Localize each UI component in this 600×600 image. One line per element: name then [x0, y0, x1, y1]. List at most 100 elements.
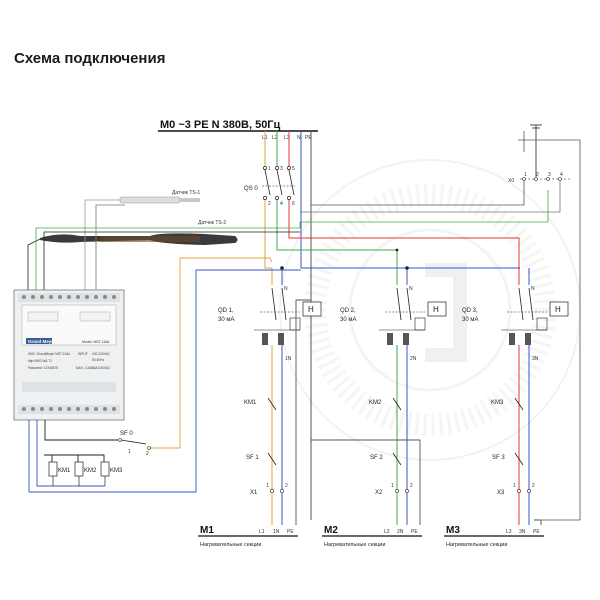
svg-text:SF 3: SF 3	[492, 455, 505, 461]
km2-contact: KM2	[369, 397, 402, 411]
svg-text:H: H	[555, 305, 561, 314]
svg-text:2: 2	[410, 483, 413, 489]
svg-text:1: 1	[391, 483, 394, 489]
phase-wires	[264, 200, 530, 285]
svg-text:PE: PE	[411, 529, 418, 535]
svg-text:1: 1	[524, 172, 527, 178]
supply-wires	[264, 131, 312, 520]
svg-text:MAX. LOAD:: MAX. LOAD:	[76, 366, 94, 370]
qs0-label: QS 0	[244, 186, 258, 192]
svg-text:SF 1: SF 1	[246, 455, 259, 461]
svg-text:2: 2	[146, 451, 149, 457]
controller-brand: Grand Meyer	[28, 339, 56, 344]
svg-text:L2: L2	[384, 529, 390, 535]
svg-text:Password: 12345678: Password: 12345678	[28, 366, 58, 370]
svg-text:http://WG.WA.TJ: http://WG.WA.TJ	[28, 359, 52, 363]
svg-text:3: 3	[280, 166, 283, 172]
svg-text:SF 2: SF 2	[370, 455, 383, 461]
svg-text:4: 4	[280, 201, 283, 207]
svg-text:M1: M1	[200, 525, 214, 536]
x2-terminal: X2 1 2	[375, 483, 413, 496]
svg-text:INPUT:: INPUT:	[78, 352, 88, 356]
x0-terminal: X0 1 2 3 4	[300, 124, 581, 521]
cond-l3: L3	[284, 135, 290, 141]
qd2-ma: 30 мА	[340, 317, 356, 323]
output-m3: M3 L3 3N PE Нагревательные секции	[444, 525, 544, 548]
brand-badge	[26, 338, 52, 344]
svg-text:5: 5	[292, 166, 295, 172]
qd3-label: QD 3,	[462, 308, 478, 314]
sf1-contact: SF 1	[246, 452, 277, 466]
coil-km2: KM2	[84, 468, 97, 474]
cond-pe: PE	[305, 135, 312, 141]
sf0-label: SF 0	[120, 431, 133, 437]
page-title: Схема подключения	[14, 50, 166, 67]
svg-text:L3: L3	[506, 529, 512, 535]
rcd-qd2: QD 2, 30 мА N H	[340, 286, 447, 345]
x0-label: X0	[508, 178, 514, 184]
svg-text:1: 1	[268, 166, 271, 172]
sensor-ts2-label: Датчик TS-2	[198, 220, 226, 226]
sensor-wires	[27, 190, 549, 290]
svg-text:3: 3	[548, 172, 551, 178]
svg-text:2: 2	[268, 201, 271, 207]
svg-text:1: 1	[128, 449, 131, 455]
svg-text:KM3: KM3	[491, 400, 504, 406]
supply-bus: M0 ~3 PE N 380B, 50Гц L1 L2 L3 N PE	[158, 119, 318, 141]
channel-2: QD 2, 30 мА N H KM2 SF 2 X2 1 2	[340, 286, 447, 525]
sensor-ts1-label: Датчик TS-1	[172, 190, 200, 196]
svg-text:H: H	[433, 305, 439, 314]
svg-text:PE: PE	[287, 529, 294, 535]
coil-group: KM1 KM2 KM3	[36, 461, 123, 487]
km3-contact: KM3	[491, 397, 524, 411]
svg-text:Нагревательные секции: Нагревательные секции	[324, 542, 385, 548]
svg-text:KM1: KM1	[244, 400, 257, 406]
coil-km3: KM3	[110, 468, 123, 474]
controller-mst16al: Grand Meyer Model: MST-16AL SNO: GrandMe…	[13, 289, 125, 421]
sensors: Датчик TS-1 Датчик TS-2	[40, 190, 238, 245]
svg-text:SNO: GrandMeyer MST-16AL: SNO: GrandMeyer MST-16AL	[28, 352, 71, 356]
sf3-contact: SF 3	[492, 452, 524, 466]
controller-model: Model: MST-16AL	[82, 340, 110, 344]
cond-n: N	[297, 135, 301, 141]
qd1-label: QD 1,	[218, 308, 234, 314]
qd1-ma: 30 мА	[218, 317, 234, 323]
svg-text:X2: X2	[375, 490, 383, 496]
sf2-contact: SF 2	[370, 452, 402, 466]
svg-text:16A/230VAC: 16A/230VAC	[92, 366, 111, 370]
sensor-ts1	[119, 196, 181, 204]
main-breaker-qs0: QS 0 1 3 5 2 4 6	[244, 166, 295, 207]
controller-wiring	[28, 257, 301, 493]
svg-text:X1: X1	[250, 490, 258, 496]
rcd-qd1: QD 1, 30 мА N H	[218, 286, 322, 345]
svg-text:2N: 2N	[397, 529, 404, 535]
svg-text:2: 2	[285, 483, 288, 489]
svg-text:3N: 3N	[532, 356, 539, 362]
svg-text:3N: 3N	[519, 529, 526, 535]
channel-3: QD 3, 30 мА N H KM3 SF 3 X3 1 2	[462, 286, 569, 525]
svg-text:50-60Hz: 50-60Hz	[92, 358, 104, 362]
svg-text:1: 1	[266, 483, 269, 489]
svg-text:PE: PE	[533, 529, 540, 535]
svg-text:KM2: KM2	[369, 400, 382, 406]
svg-text:N: N	[409, 286, 413, 292]
svg-text:L1: L1	[259, 529, 265, 535]
x1-terminal: X1 1 2	[250, 483, 288, 496]
qd3-ma: 30 мА	[462, 317, 478, 323]
output-m1: M1 L1 1N PE Нагревательные секции	[198, 525, 298, 548]
svg-text:100-240VAC: 100-240VAC	[92, 352, 111, 356]
svg-text:1N: 1N	[273, 529, 280, 535]
sf0-switch: SF 0 1 2	[118, 431, 151, 457]
svg-text:X3: X3	[497, 490, 505, 496]
svg-text:Нагревательные секции: Нагревательные секции	[200, 542, 261, 548]
svg-text:2: 2	[536, 172, 539, 178]
svg-text:M2: M2	[324, 525, 338, 536]
channel-1: QD 1, 30 мА N H KM1 SF 1 X1 1 2	[218, 286, 322, 525]
svg-text:1: 1	[513, 483, 516, 489]
qd2-label: QD 2,	[340, 308, 356, 314]
svg-text:Нагревательные секции: Нагревательные секции	[446, 542, 507, 548]
svg-text:N: N	[284, 286, 288, 292]
output-m2: M2 L2 2N PE Нагревательные секции	[322, 525, 422, 548]
cond-l2: L2	[272, 135, 278, 141]
